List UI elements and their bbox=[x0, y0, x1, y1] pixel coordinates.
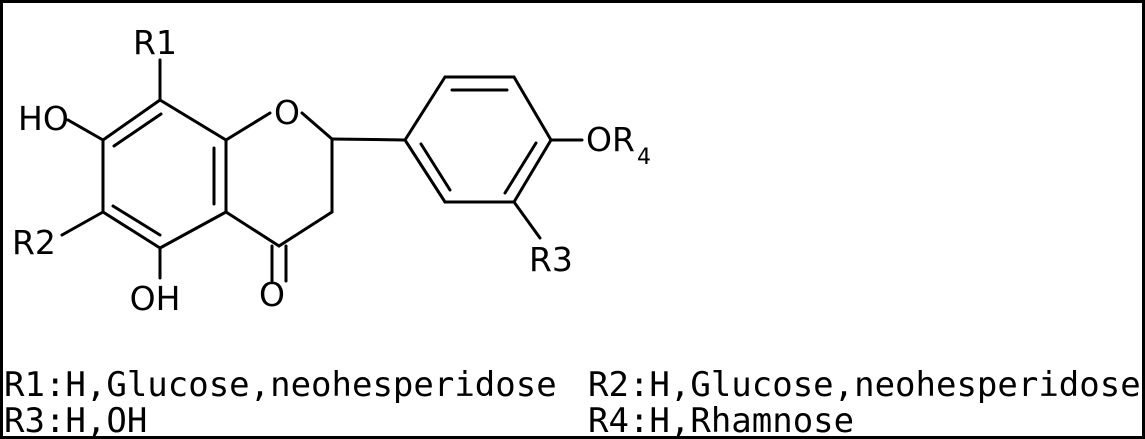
bond-o1-c2 bbox=[300, 111, 334, 141]
double-bond-c4p-c5p bbox=[503, 141, 538, 195]
bond-c2-c1prime bbox=[330, 137, 407, 142]
double-bond-c7-c8 bbox=[112, 112, 163, 148]
r2-label: R2 bbox=[12, 223, 56, 262]
double-bond-c5-c6 bbox=[111, 204, 162, 237]
oh-label: OH bbox=[130, 279, 181, 318]
bond-c3-c4 bbox=[277, 210, 334, 248]
or4-subscript: 4 bbox=[637, 145, 651, 170]
bond-c8-c8a bbox=[158, 98, 228, 142]
bond-c3p-c4p bbox=[512, 75, 553, 142]
bond-c8a-o1 bbox=[224, 111, 272, 142]
c-ring bbox=[224, 111, 334, 283]
bond-c7-ho bbox=[66, 118, 105, 142]
double-bond-c6p-c1p bbox=[419, 142, 452, 192]
legend-r3: R3:H,OH bbox=[4, 401, 147, 439]
ho-label: HO bbox=[18, 99, 69, 138]
legend-r1: R1:H,Glucose,neohesperidose bbox=[4, 365, 557, 405]
legend-r4: R4:H,Rhamnose bbox=[588, 401, 854, 439]
b-ring bbox=[403, 75, 553, 204]
bond-c1p-c2p bbox=[403, 75, 447, 142]
bond-c4a-c5 bbox=[158, 210, 228, 250]
r1-label: R1 bbox=[133, 23, 177, 62]
ring-oxygen-label: O bbox=[274, 93, 300, 132]
bond-c4p-c5p bbox=[512, 138, 553, 204]
legend-r2: R2:H,Glucose,neohesperidose bbox=[588, 365, 1141, 405]
bond-c6p-c1p bbox=[403, 138, 447, 204]
bond-c5p-r3 bbox=[512, 200, 542, 240]
or4-label: OR bbox=[586, 120, 635, 159]
carbonyl-oxygen-label: O bbox=[259, 275, 285, 314]
a-ring bbox=[101, 98, 228, 250]
bond-c5-c6 bbox=[101, 210, 162, 250]
bond-c4-c4a bbox=[224, 210, 281, 248]
bond-c7-c8 bbox=[101, 98, 162, 142]
bond-c6-r2 bbox=[60, 210, 105, 237]
r3-label: R3 bbox=[529, 240, 573, 279]
